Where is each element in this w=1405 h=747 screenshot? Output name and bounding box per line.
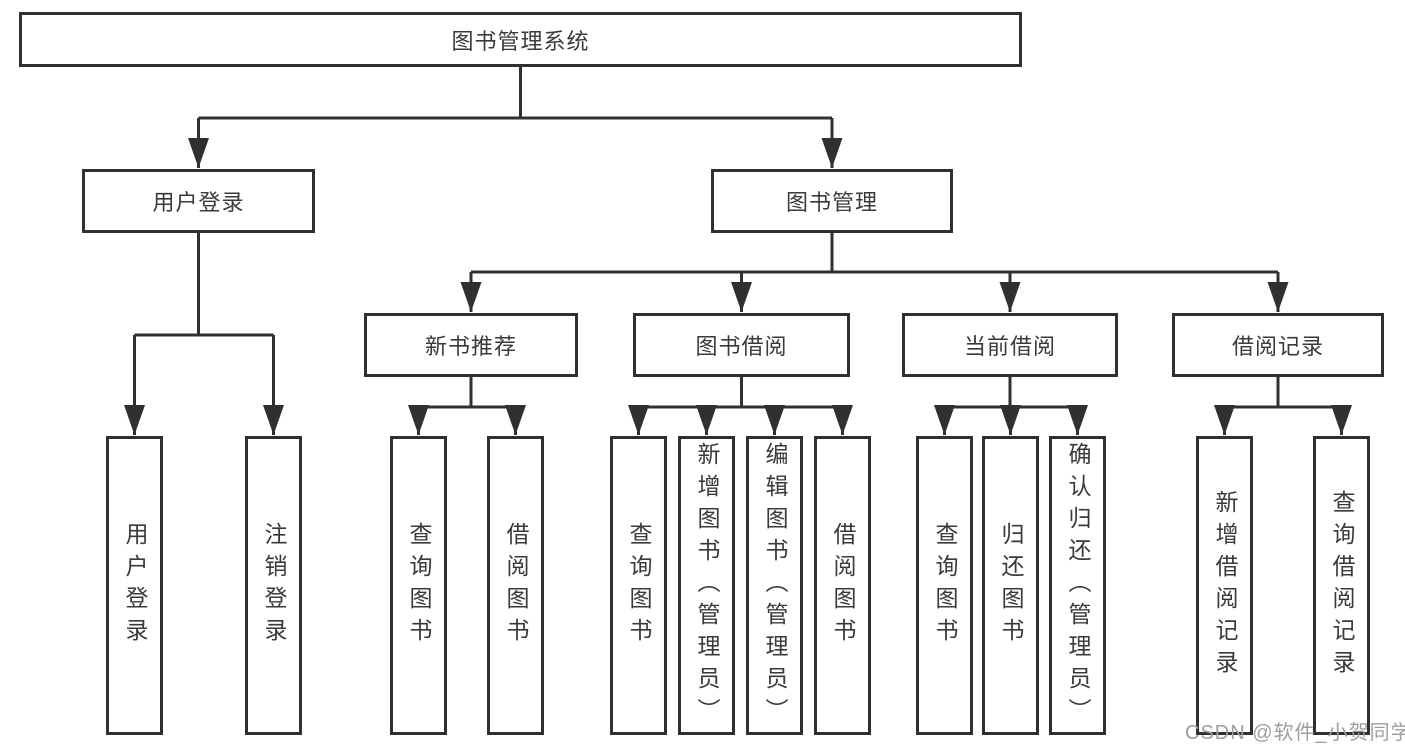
leaf-label: 查询图书 (932, 521, 958, 650)
node-borrow-records: 借阅记录 (1172, 313, 1384, 377)
leaf-label: 借阅图书 (503, 521, 529, 650)
connector-user-login (134, 233, 274, 337)
leaf-edit-books-admin: 编辑图书（管理员） (746, 436, 803, 735)
leaf-label: 新增图书（管理员） (694, 441, 720, 730)
node-label: 图书借阅 (695, 334, 788, 359)
connector-new-book (418, 377, 516, 409)
leaf-add-borrow-record: 新增借阅记录 (1196, 436, 1253, 735)
leaf-query-borrow-record: 查询借阅记录 (1313, 436, 1370, 735)
node-new-book-recommend: 新书推荐 (364, 313, 578, 377)
node-label: 当前借阅 (963, 334, 1056, 359)
watermark: CSDN @软件_小贺同学 (1185, 722, 1405, 744)
leaf-label: 查询借阅记录 (1329, 489, 1355, 682)
leaf-logout: 注销登录 (245, 436, 302, 735)
leaf-query-books-borrow: 查询图书 (610, 436, 667, 735)
leaf-borrow-books-recommend: 借阅图书 (487, 436, 544, 735)
connector-book-management (471, 233, 1278, 274)
leaf-confirm-return-admin: 确认归还（管理员） (1049, 436, 1106, 735)
leaf-add-books-admin: 新增图书（管理员） (678, 436, 735, 735)
leaf-query-books-current: 查询图书 (916, 436, 973, 735)
leaf-user-login: 用户登录 (106, 436, 163, 735)
connector-borrow-records (1224, 377, 1342, 409)
leaf-label: 查询图书 (626, 521, 652, 650)
leaf-label: 用户登录 (122, 521, 148, 650)
leaf-query-books-recommend: 查询图书 (390, 436, 447, 735)
leaf-label: 注销登录 (261, 521, 287, 650)
connector-root (198, 67, 832, 120)
leaf-label: 新增借阅记录 (1212, 489, 1238, 682)
leaf-label: 借阅图书 (830, 521, 856, 650)
node-current-borrow: 当前借阅 (902, 313, 1118, 377)
node-book-management: 图书管理 (711, 169, 953, 233)
node-book-borrow: 图书借阅 (633, 313, 850, 377)
leaf-label: 确认归还（管理员） (1065, 441, 1091, 730)
node-user-login: 用户登录 (82, 169, 315, 233)
node-label: 借阅记录 (1231, 334, 1324, 359)
node-label: 用户登录 (152, 190, 245, 215)
leaf-label: 编辑图书（管理员） (762, 441, 788, 730)
node-label: 图书管理系统 (451, 28, 590, 54)
leaf-label: 查询图书 (406, 521, 432, 650)
node-label: 图书管理 (785, 190, 878, 215)
node-library-management-system: 图书管理系统 (19, 12, 1022, 67)
connector-current-borrow (944, 377, 1078, 409)
leaf-borrow-books: 借阅图书 (814, 436, 871, 735)
connector-book-borrow (638, 377, 843, 409)
leaf-label: 归还图书 (998, 521, 1024, 650)
leaf-return-books: 归还图书 (982, 436, 1039, 735)
node-label: 新书推荐 (424, 334, 517, 359)
